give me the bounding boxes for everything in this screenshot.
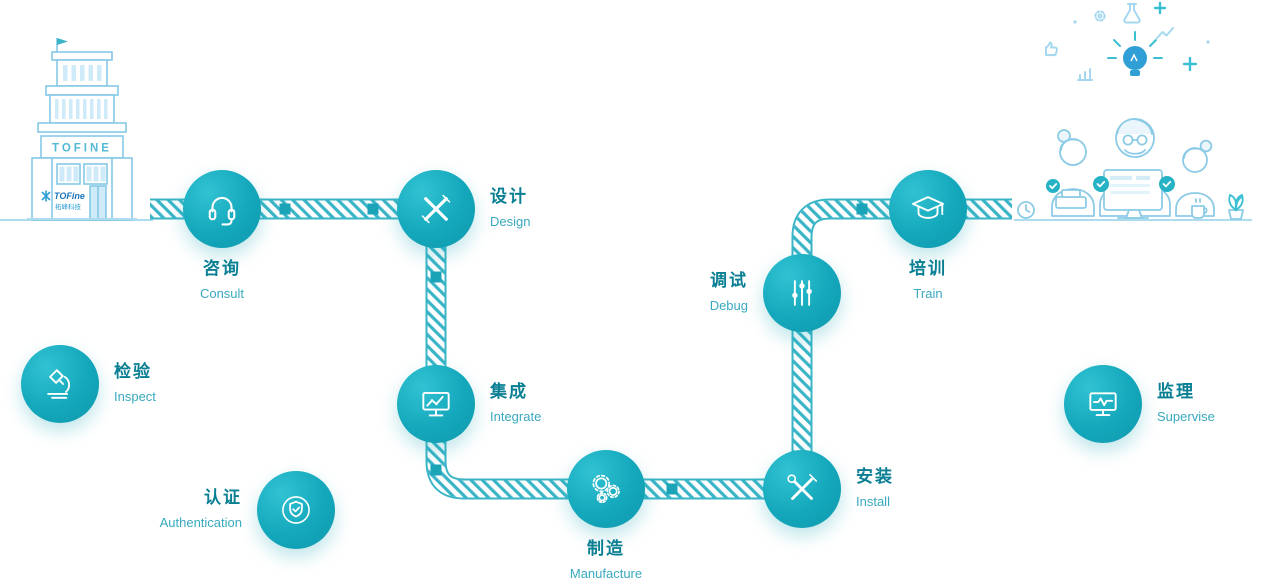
step-inspect: 检验 Inspect — [21, 345, 156, 423]
printer — [1055, 196, 1087, 209]
gear-icon — [1094, 10, 1106, 22]
step-manufacture: 制造 Manufacture — [567, 450, 645, 581]
company-logo: TOFine 拓峰科技 — [41, 190, 85, 211]
step-circle — [763, 254, 841, 332]
step-train: 培训 Train — [889, 170, 967, 301]
step-label-zh: 咨询 — [203, 259, 241, 278]
step-label-zh: 制造 — [587, 539, 625, 558]
monitor-pulse-icon — [1089, 392, 1117, 417]
bar-chart-icon — [1077, 68, 1093, 81]
step-consult: 咨询 Consult — [183, 170, 261, 301]
step-label-zh: 调试 — [710, 271, 748, 290]
step-label-en: Integrate — [490, 409, 542, 424]
plant-pot — [1228, 209, 1244, 220]
step-label-zh: 安装 — [856, 467, 894, 486]
step-label-zh: 设计 — [490, 187, 528, 206]
lightbulb-icon — [1107, 31, 1163, 76]
monitor-chart-icon — [422, 391, 450, 417]
flag-icon — [57, 38, 68, 45]
gears-icon — [592, 474, 620, 504]
step-label-en: Train — [913, 286, 943, 301]
step-label-zh: 培训 — [909, 259, 947, 278]
step-label-en: Supervise — [1157, 409, 1215, 424]
shield-check-icon — [282, 496, 310, 524]
step-design: 设计 Design — [397, 170, 530, 248]
step-integrate: 集成 Integrate — [397, 365, 541, 443]
step-circle — [889, 170, 967, 248]
design-tools-icon — [421, 194, 451, 224]
team-illustration — [1017, 1, 1244, 220]
crossed-tools-icon — [787, 473, 818, 500]
step-label-en: Authentication — [159, 515, 242, 530]
clock-icon — [1017, 201, 1035, 219]
step-install: 安装 Install — [763, 450, 892, 528]
graduation-cap-icon — [912, 196, 944, 219]
step-debug: 调试 Debug — [710, 254, 841, 332]
sliders-icon — [792, 280, 812, 306]
step-circle — [763, 450, 841, 528]
flask-icon — [1123, 3, 1141, 24]
check-badges — [1046, 176, 1175, 193]
process-road — [150, 198, 1012, 500]
company-logo-subtext: 拓峰科技 — [55, 202, 82, 211]
person-hair-bun — [1199, 139, 1213, 153]
step-label-zh: 认证 — [204, 488, 242, 507]
company-logo-text: TOFine — [54, 191, 85, 201]
coffee-cup-icon — [1191, 205, 1205, 219]
step-label-en: Install — [856, 494, 890, 509]
building-sign-text: TOFINE — [52, 143, 112, 155]
step-circle — [397, 365, 475, 443]
step-circle — [1064, 365, 1142, 443]
step-supervise: 监理 Supervise — [1064, 365, 1215, 443]
step-label-zh: 检验 — [114, 362, 152, 381]
thumbs-up-icon — [1045, 41, 1058, 57]
path-markers — [279, 203, 868, 495]
plant-leaves — [1228, 193, 1244, 212]
step-label-zh: 监理 — [1157, 382, 1195, 401]
beard — [1124, 149, 1146, 155]
step-circle — [183, 170, 261, 248]
step-label-en: Consult — [199, 286, 245, 301]
step-circle — [257, 471, 335, 549]
building-illustration: TOFINE TOFine 拓峰科技 — [27, 38, 137, 221]
plus-icon — [1153, 1, 1167, 15]
step-label-zh: 集成 — [490, 382, 528, 401]
microscope-icon — [47, 369, 71, 399]
step-circle — [21, 345, 99, 423]
step-label-en: Manufacture — [569, 566, 643, 581]
step-circle — [567, 450, 645, 528]
step-label-en: Design — [490, 214, 531, 229]
headset-icon — [208, 196, 236, 226]
step-circle — [397, 170, 475, 248]
step-label-en: Debug — [709, 298, 748, 313]
step-label-en: Inspect — [114, 389, 156, 404]
plus-icon — [1182, 56, 1198, 72]
trend-line-icon — [1156, 27, 1174, 39]
step-authentication: 认证 Authentication — [160, 471, 335, 549]
